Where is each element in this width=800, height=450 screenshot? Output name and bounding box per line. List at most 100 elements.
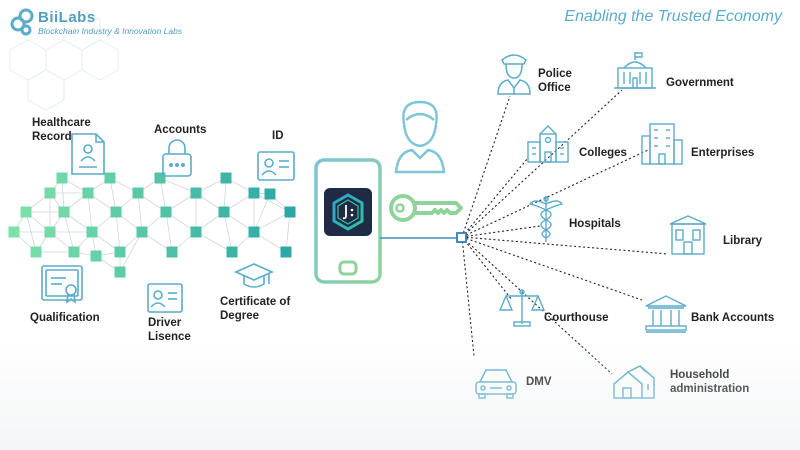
dotted-connection-line: [461, 236, 475, 357]
network-node: [264, 188, 276, 200]
label-line: Colleges: [579, 147, 627, 159]
network-node: [284, 206, 296, 218]
hub-node: [456, 232, 467, 243]
dotted-connection-line: [461, 149, 649, 238]
network-node: [280, 246, 292, 258]
graduation-cap-icon: [234, 263, 274, 288]
connection-lines: [461, 89, 669, 375]
brand-name[interactable]: BiiLabs: [38, 9, 96, 26]
user-icon: [394, 100, 446, 174]
network-node: [58, 206, 70, 218]
dotted-connection-line: [461, 236, 643, 301]
network-node: [86, 226, 98, 238]
label-line: administration: [670, 383, 750, 395]
key-icon: [389, 194, 463, 222]
label-line: Lisence: [148, 331, 191, 343]
dotted-connection-line: [461, 236, 513, 301]
network-node: [104, 172, 116, 184]
network-node: [110, 206, 122, 218]
label-line: Qualification: [30, 312, 100, 324]
label-id: ID: [272, 129, 284, 143]
dotted-connection-line: [461, 89, 623, 238]
label-driver-lisence: Driver Lisence: [148, 316, 191, 344]
network-node: [30, 246, 42, 258]
network-node: [20, 206, 32, 218]
network-link: [253, 192, 291, 213]
label-line: Library: [723, 235, 762, 247]
network-node: [114, 266, 126, 278]
caduceus-icon: [528, 196, 564, 242]
network-node: [136, 226, 148, 238]
background-hex-pattern: [9, 9, 119, 111]
label-line: Hospitals: [569, 218, 621, 230]
label-line: Certificate of: [220, 296, 291, 308]
network-link: [223, 177, 227, 213]
network-node: [190, 187, 202, 199]
dotted-connection-line: [461, 157, 529, 238]
label-dmv: DMV: [526, 375, 552, 389]
network-link: [253, 193, 271, 233]
network-link: [119, 231, 143, 273]
label-line: Courthouse: [544, 312, 609, 324]
dotted-connection-line: [461, 236, 613, 375]
dotted-connection-line: [461, 225, 541, 238]
label-household-administration: Household administration: [670, 368, 749, 396]
label-healthcare-record: Healthcare Record: [32, 116, 91, 144]
label-line: Household: [670, 369, 730, 381]
office-building-icon: [641, 123, 683, 165]
label-line: Enterprises: [691, 147, 755, 159]
label-government: Government: [666, 76, 734, 90]
label-qualification: Qualification: [30, 311, 100, 325]
network-link: [115, 211, 121, 253]
blockchain-network-nodes: [8, 172, 296, 278]
network-link: [109, 177, 117, 213]
network-link: [61, 177, 65, 213]
network-node: [82, 187, 94, 199]
network-link: [285, 211, 291, 253]
network-node: [8, 226, 20, 238]
network-node: [190, 226, 202, 238]
network-link: [165, 211, 173, 253]
label-line: Office: [538, 82, 571, 94]
label-hospitals: Hospitals: [569, 217, 621, 231]
label-line: Accounts: [154, 124, 207, 136]
network-node: [132, 187, 144, 199]
network-link: [253, 211, 291, 233]
network-link: [223, 211, 233, 253]
network-node: [226, 246, 238, 258]
label-police-office: Police Office: [538, 67, 572, 95]
car-icon: [475, 369, 517, 399]
government-building-icon: [614, 52, 656, 89]
label-line: DMV: [526, 376, 552, 388]
college-icon: [527, 125, 569, 163]
scales-icon: [498, 289, 546, 327]
label-line: Driver: [148, 317, 182, 329]
label-line: Police: [538, 68, 572, 80]
label-line: Government: [666, 77, 734, 89]
network-node: [218, 206, 230, 218]
network-node: [220, 172, 232, 184]
padlock-icon: [162, 139, 192, 177]
id-card-icon: [257, 151, 295, 181]
headline: Enabling the Trusted Economy: [564, 8, 782, 25]
label-colleges: Colleges: [579, 146, 627, 160]
network-node: [160, 206, 172, 218]
driver-license-icon: [147, 283, 183, 313]
medical-record-icon: [71, 133, 105, 175]
network-node: [56, 172, 68, 184]
library-icon: [669, 215, 707, 255]
label-line: Degree: [220, 310, 259, 322]
identity-app-icon: [324, 188, 372, 236]
houses-icon: [613, 365, 655, 399]
label-accounts: Accounts: [154, 123, 206, 137]
network-link: [195, 231, 233, 253]
brand-tagline: Blockchain Industry & Innovation Labs: [38, 26, 183, 36]
network-node: [90, 250, 102, 262]
network-node: [68, 246, 80, 258]
label-line: ID: [272, 130, 284, 142]
network-node: [44, 187, 56, 199]
network-link: [87, 192, 93, 233]
biilabs-logo-icon: [10, 8, 34, 36]
network-node: [44, 226, 56, 238]
